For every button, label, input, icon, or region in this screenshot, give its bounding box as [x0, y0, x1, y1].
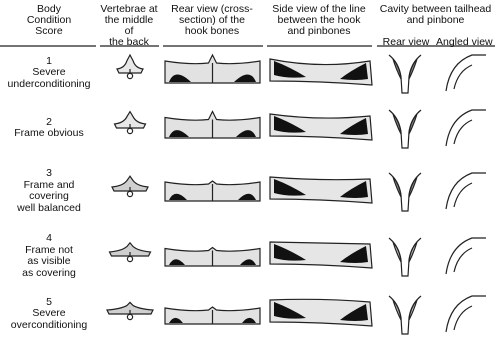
- score-description-line: as covering: [0, 268, 98, 280]
- score-description-line: as visible: [0, 256, 98, 268]
- illustration-row-4: [110, 238, 487, 276]
- score-description-line: Frame obvious: [0, 128, 98, 140]
- illustration-row-2: [115, 110, 487, 148]
- score-description-line: underconditioning: [0, 79, 98, 91]
- illustration-row-3: [112, 173, 486, 211]
- illustration-row-5: [107, 296, 486, 334]
- header-cavity-rear: Rear view: [376, 37, 436, 48]
- score-number: 3: [0, 168, 98, 180]
- illustration-row-1: [117, 55, 486, 93]
- score-description-line: overconditioning: [0, 320, 98, 332]
- score-number: 4: [0, 233, 98, 245]
- header-cavity-angled: Angled view: [436, 37, 495, 48]
- score-description-line: well balanced: [0, 203, 98, 215]
- score-description-line: covering: [0, 191, 98, 203]
